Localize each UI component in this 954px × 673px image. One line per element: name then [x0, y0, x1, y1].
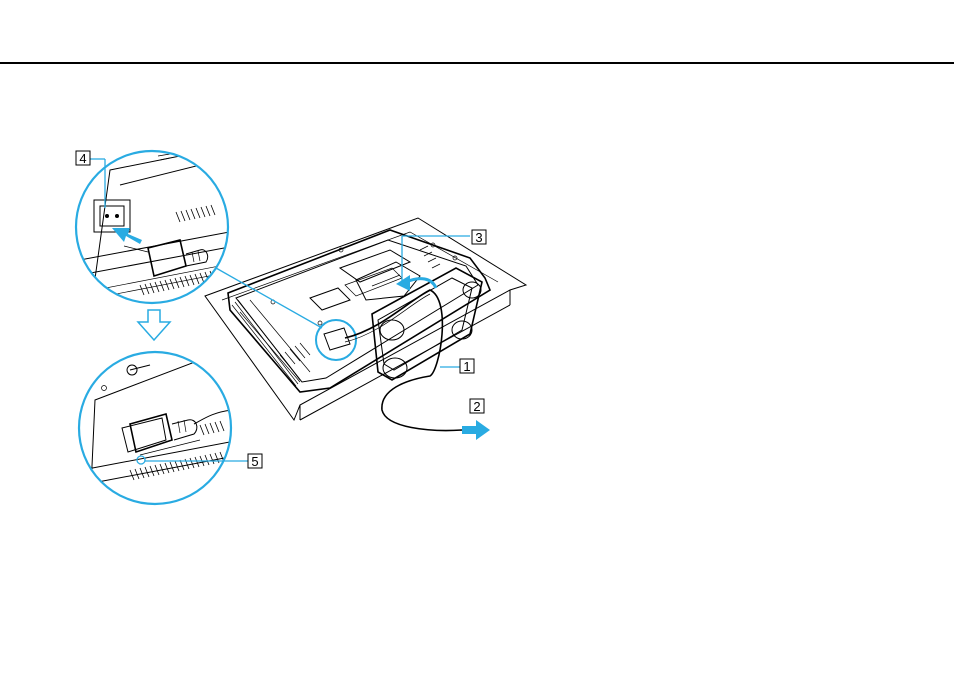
callout-2-label: 2: [473, 399, 480, 414]
callout-5: 5: [248, 454, 262, 469]
insert-arrow-icon: [396, 275, 410, 291]
callout-1-label: 1: [463, 359, 470, 374]
callout-4: 4: [76, 151, 90, 166]
callout-3: 3: [472, 230, 486, 245]
arrow-down-outline-icon: [138, 310, 170, 340]
callout-4-label: 4: [79, 151, 86, 166]
callout-2: 2: [470, 399, 484, 414]
zoom-bottom-circle: [75, 350, 260, 510]
callout-3-label: 3: [475, 230, 482, 245]
arrow-right-icon: [462, 420, 490, 440]
callout-1: 1: [460, 359, 474, 374]
zoom-top-circle: [70, 145, 260, 315]
callout-5-label: 5: [251, 454, 258, 469]
